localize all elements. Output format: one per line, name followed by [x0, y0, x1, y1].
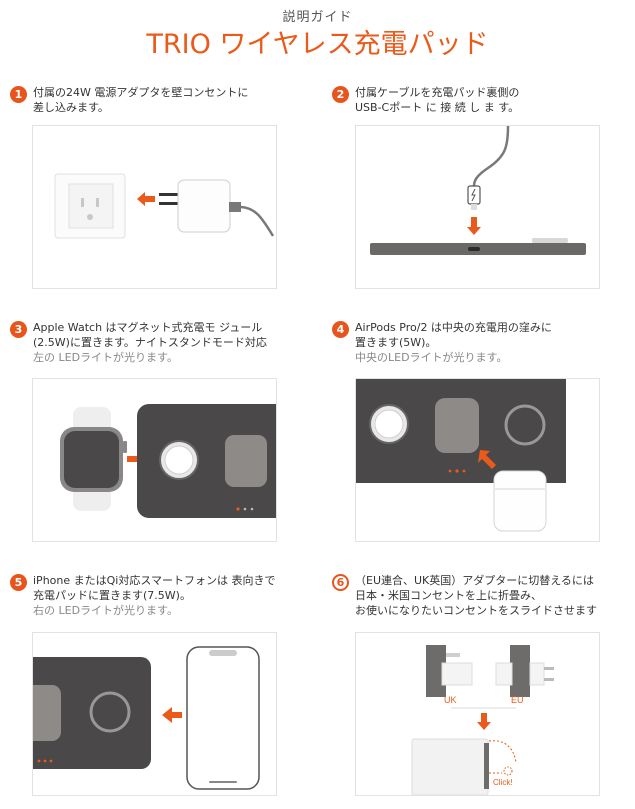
step-4-illustration	[355, 378, 600, 542]
step-number-badge: 3	[10, 321, 27, 338]
arrow-down-icon	[477, 713, 491, 730]
charging-pad-icon	[137, 404, 276, 518]
step-6: 6 （EU連合、UK英国）アダプターに切替えるには 日本・米国コンセントを上に折…	[332, 573, 632, 618]
arrow-down-icon	[467, 217, 481, 235]
step-text: 付属の24W 電源アダプタを壁コンセントに 差し込みます。	[33, 86, 249, 114]
step-3: 3 Apple Watch はマグネット式充電モ ジュール (2.5W)に置きま…	[10, 320, 310, 365]
step-text: iPhone またはQi対応スマートフォンは 表向きで 充電パッドに置きます(7…	[33, 574, 276, 617]
step-text: AirPods Pro/2 は中央の充電用の窪みに 置きます(5W)。 中央のL…	[355, 321, 552, 364]
charging-pad-icon	[33, 657, 151, 769]
step-3-illustration	[32, 378, 277, 542]
uk-label: UK	[444, 695, 457, 705]
step-4: 4 AirPods Pro/2 は中央の充電用の窪みに 置きます(5W)。 中央…	[332, 320, 627, 365]
charging-pad-side-icon	[370, 238, 586, 255]
step-2-illustration	[355, 125, 600, 289]
step-number-badge: 4	[332, 321, 349, 338]
apple-watch-icon	[60, 407, 127, 511]
step-6-illustration: UK EU Click!	[355, 632, 600, 796]
step-1-illustration	[32, 125, 277, 289]
step-number-badge: 5	[10, 574, 27, 591]
step-5-illustration	[32, 632, 277, 796]
step-5: 5 iPhone またはQi対応スマートフォンは 表向きで 充電パッドに置きます…	[10, 573, 310, 618]
step-number-badge: 1	[10, 86, 27, 103]
uk-plug-icon	[426, 645, 473, 697]
step-number-badge: 2	[332, 86, 349, 103]
guide-subtitle: 説明ガイド	[282, 10, 353, 25]
iphone-icon	[186, 646, 260, 790]
page-title: TRIO ワイヤレス充電パッド	[146, 29, 489, 60]
step-text: Apple Watch はマグネット式充電モ ジュール (2.5W)に置きます。…	[33, 321, 267, 364]
step-number-badge: 6	[332, 574, 349, 591]
eu-label: EU	[511, 695, 524, 705]
arrow-left-icon	[137, 192, 155, 206]
usb-c-cable-icon	[467, 126, 510, 210]
arrow-left-icon	[162, 707, 182, 723]
adapter-slide-icon	[411, 738, 517, 795]
step-text: 付属ケーブルを充電パッド裏側の USB-Cポート に 接 続 し ま す。	[355, 86, 520, 114]
step-1: 1 付属の24W 電源アダプタを壁コンセントに 差し込みます。	[10, 85, 300, 115]
charging-pad-icon	[356, 379, 566, 483]
step-2: 2 付属ケーブルを充電パッド裏側の USB-Cポート に 接 続 し ま す。	[332, 85, 627, 115]
arrow-diagonal-icon	[478, 450, 496, 469]
wall-outlet-icon	[54, 173, 126, 239]
step-text: （EU連合、UK英国）アダプターに切替えるには 日本・米国コンセントを上に折畳み…	[355, 574, 597, 617]
eu-plug-icon	[495, 645, 554, 697]
power-adapter-icon	[159, 179, 275, 237]
airpods-case-icon	[493, 470, 547, 532]
click-label: Click!	[493, 778, 513, 787]
